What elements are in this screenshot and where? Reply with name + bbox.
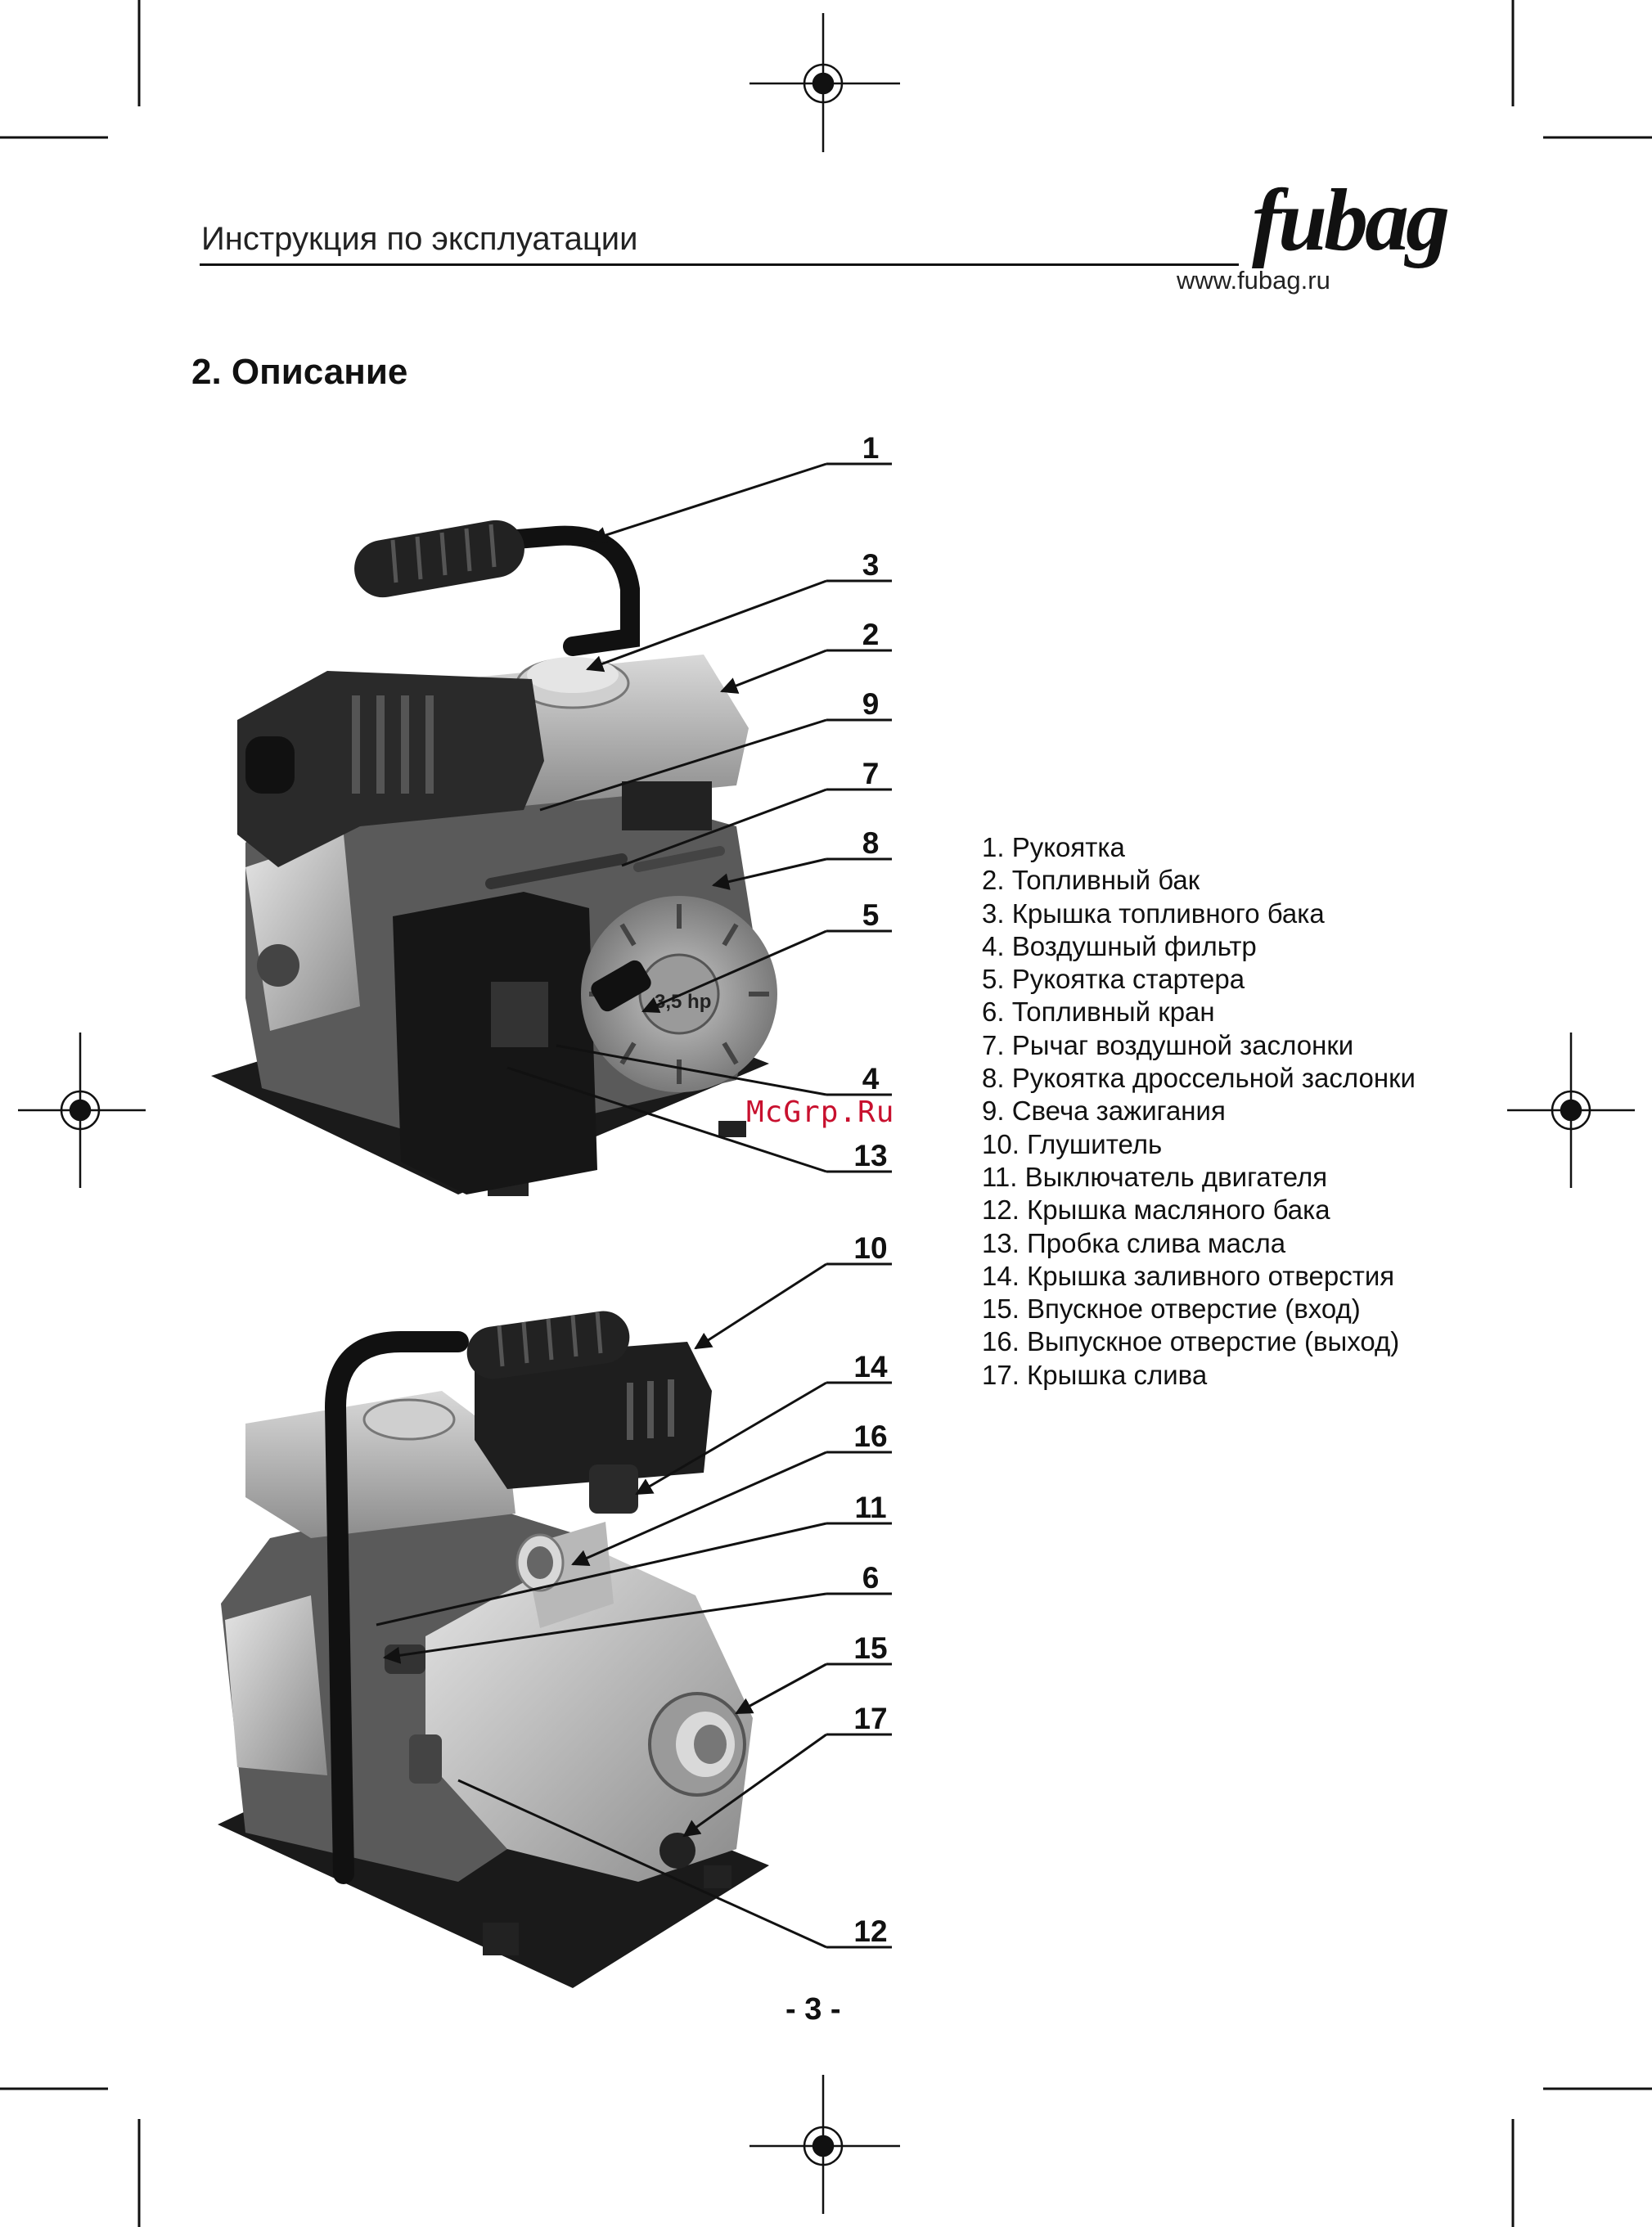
callout-number: 9 [862, 687, 880, 721]
legend-item: 4. Воздушный фильтр [982, 930, 1257, 961]
legend-item: 9. Свеча зажигания [982, 1096, 1226, 1127]
watermark: McGrp.Ru [746, 1096, 895, 1129]
callout-number: 7 [862, 757, 880, 790]
callout-number: 3 [862, 548, 880, 582]
callout-number: 15 [853, 1631, 888, 1665]
callout-number: 13 [853, 1139, 888, 1172]
parts-legend: 1. Рукоятка 2. Топливный бак 3. Крышка т… [982, 831, 1416, 1392]
callout-number: 17 [853, 1702, 888, 1735]
legend-item: 2. Топливный бак [982, 865, 1200, 896]
callout-number: 2 [862, 618, 880, 651]
callout-number: 8 [862, 826, 880, 860]
logo-text: fubag [1252, 172, 1450, 269]
callout-leaders-bottom [376, 1262, 892, 1949]
legend-item: 15. Впускное отверстие (вход) [982, 1293, 1361, 1325]
legend-item: 12. Крышка масляного бака [982, 1194, 1330, 1226]
callout-number: 16 [853, 1419, 888, 1453]
callout-number: 10 [853, 1231, 888, 1265]
callout-number: 14 [853, 1350, 888, 1383]
page-number: - 3 - [785, 1992, 841, 2027]
registration-mark-right [1507, 1033, 1635, 1188]
header-rule [200, 263, 1239, 266]
registration-mark-left [18, 1033, 146, 1188]
document-header-title: Инструкция по эксплуатации [201, 221, 638, 257]
legend-item: 11. Выключатель двигателя [982, 1161, 1328, 1192]
callout-number: 12 [853, 1914, 888, 1948]
legend-item: 10. Глушитель [982, 1128, 1163, 1159]
registration-mark-top [749, 13, 900, 152]
callout-number: 11 [854, 1491, 887, 1524]
callout-leaders-top [506, 462, 892, 1173]
callout-number: 4 [862, 1062, 880, 1096]
legend-item: 3. Крышка топливного бака [982, 898, 1325, 929]
pump-rear-illustration [218, 1311, 769, 1988]
callout-number: 6 [862, 1561, 880, 1595]
legend-item: 1. Рукоятка [982, 832, 1125, 862]
legend-item: 13. Пробка слива масла [982, 1227, 1286, 1258]
registration-mark-bottom [749, 2075, 900, 2214]
legend-item: 14. Крышка заливного отверстия [982, 1260, 1395, 1291]
website-link[interactable]: www.fubag.ru [1177, 266, 1330, 295]
legend-item: 7. Рычаг воздушной заслонки [982, 1029, 1354, 1060]
section-title: 2. Описание [191, 352, 408, 392]
fubag-logo: fubag [1252, 172, 1450, 278]
legend-item: 16. Выпускное отверстие (выход) [982, 1326, 1400, 1357]
legend-item: 5. Рукоятка стартера [982, 964, 1245, 995]
callout-number: 1 [862, 431, 880, 465]
legend-item: 8. Рукоятка дроссельной заслонки [982, 1063, 1416, 1094]
legend-item: 6. Топливный кран [982, 997, 1215, 1028]
pump-front-illustration: 3,5 hp [211, 520, 777, 1196]
callout-number: 5 [862, 898, 880, 932]
legend-item: 17. Крышка слива [982, 1359, 1208, 1390]
